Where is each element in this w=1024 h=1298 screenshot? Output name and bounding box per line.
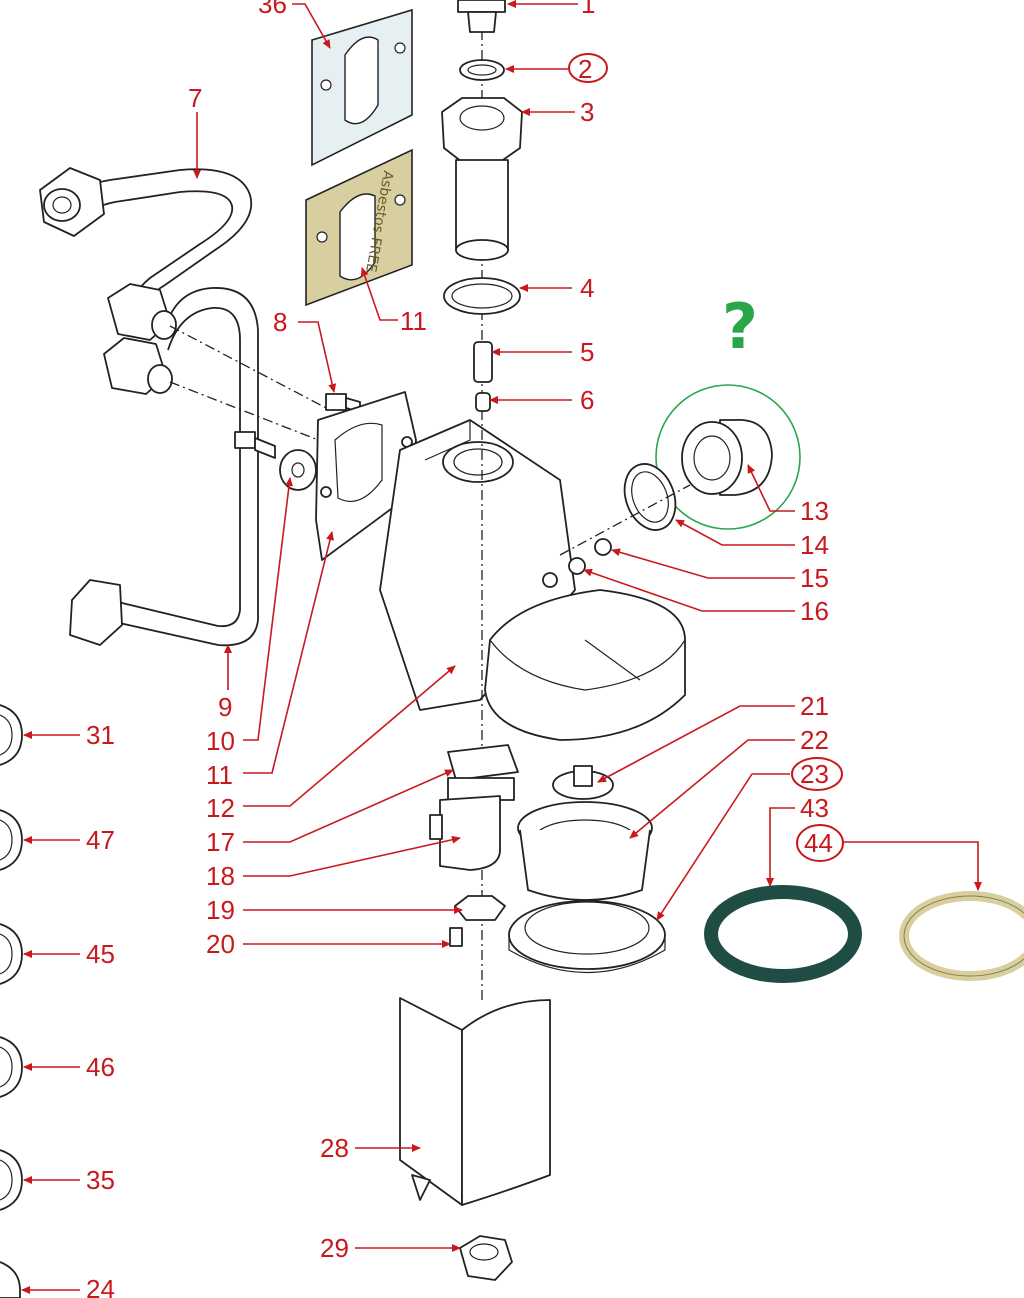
label-36: 36 — [258, 0, 287, 19]
label-44: 44 — [804, 828, 833, 858]
label-circle-44 — [796, 824, 844, 862]
label-47: 47 — [86, 825, 115, 855]
label-11-upper: 11 — [400, 306, 427, 336]
oring-2 — [459, 59, 505, 81]
pin-5 — [473, 341, 493, 383]
ring-14 — [623, 463, 677, 531]
label-17: 17 — [206, 827, 235, 857]
fitting-1 — [457, 0, 506, 33]
gasket-23 — [508, 900, 666, 974]
label-31: 31 — [86, 720, 115, 750]
label-circle-2 — [568, 53, 608, 83]
label-21: 21 — [800, 691, 829, 721]
label-9: 9 — [218, 692, 232, 722]
label-2: 2 — [578, 54, 592, 84]
nut-29 — [459, 1235, 513, 1281]
screw-20 — [449, 927, 463, 947]
label-14: 14 — [800, 530, 829, 560]
label-6: 6 — [580, 385, 594, 415]
label-43: 43 — [800, 793, 829, 823]
label-3: 3 — [580, 97, 594, 127]
washer-16 — [568, 557, 586, 575]
valve-17-18 — [429, 744, 519, 871]
left-edge-fittings — [0, 704, 23, 1298]
cover-28 — [399, 997, 551, 1206]
label-16: 16 — [800, 596, 829, 626]
highlight-circle — [655, 384, 801, 530]
pipe-9 — [69, 287, 259, 647]
label-28: 28 — [320, 1133, 349, 1163]
label-5: 5 — [580, 337, 594, 367]
screw-15 — [594, 538, 612, 556]
pipe-unions — [103, 283, 177, 395]
gasket-36 — [311, 8, 413, 167]
label-15: 15 — [800, 563, 829, 593]
label-8: 8 — [273, 307, 287, 337]
label-45: 45 — [86, 939, 115, 969]
label-20: 20 — [206, 929, 235, 959]
gasket-43 — [704, 885, 862, 983]
label-13: 13 — [800, 496, 829, 526]
label-35: 35 — [86, 1165, 115, 1195]
label-10: 10 — [206, 726, 235, 756]
fitting-13 — [655, 384, 801, 530]
label-23: 23 — [800, 759, 829, 789]
label-circle-23 — [791, 757, 843, 791]
label-46: 46 — [86, 1052, 115, 1082]
pin-6 — [475, 392, 491, 412]
label-22: 22 — [800, 725, 829, 755]
leader-lines — [21, 0, 982, 1294]
pipe-7 — [39, 167, 253, 321]
question-mark: ? — [722, 290, 758, 363]
group-head-12 — [379, 419, 686, 741]
label-7: 7 — [188, 83, 202, 113]
label-1: 1 — [581, 0, 595, 19]
label-29: 29 — [320, 1233, 349, 1263]
label-19: 19 — [206, 895, 235, 925]
label-24: 24 — [86, 1274, 115, 1298]
label-4: 4 — [580, 273, 594, 303]
nut-19 — [454, 895, 506, 921]
shower-screen-22 — [517, 801, 653, 901]
label-12: 12 — [206, 793, 235, 823]
fitting-3 — [441, 97, 523, 261]
screen-21 — [552, 765, 614, 800]
gasket-11-fibre: Asbestos FREE — [305, 148, 413, 307]
label-18: 18 — [206, 861, 235, 891]
label-11-lower: 11 — [206, 760, 233, 790]
